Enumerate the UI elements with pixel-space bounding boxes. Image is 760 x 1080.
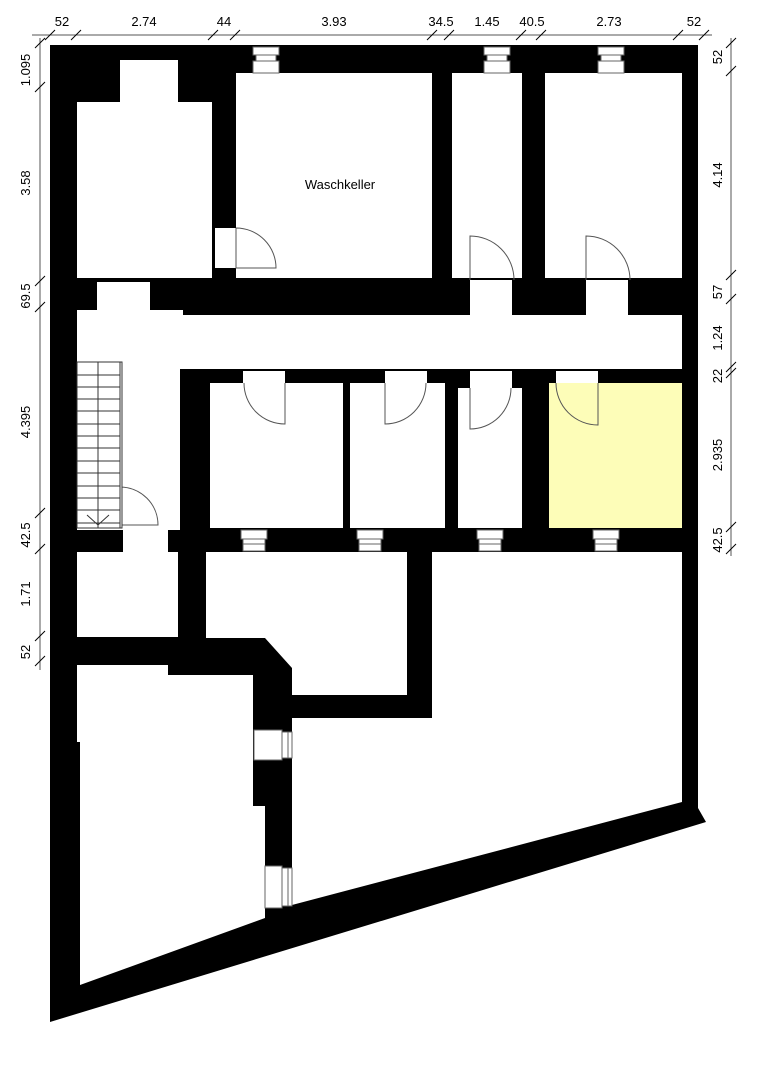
door-swing <box>585 235 631 281</box>
doorways <box>97 228 628 552</box>
dim-left-2: 3.58 <box>18 170 33 195</box>
room-highlighted <box>549 383 682 528</box>
dimension-right: 52 4.14 57 1.24 22 2.935 42.5 <box>710 37 737 556</box>
room-waschkeller <box>236 73 432 278</box>
dim-top-8: 2.73 <box>596 14 621 29</box>
staircase <box>76 361 123 529</box>
dim-right-3: 57 <box>710 285 725 299</box>
stair-arrow-icon <box>86 514 110 526</box>
dim-right-2: 4.14 <box>710 162 725 187</box>
window <box>483 46 511 74</box>
dimension-left: 1.095 3.58 69.5 4.395 42.5 1.71 52 <box>18 37 46 670</box>
dim-top-7: 40.5 <box>519 14 544 29</box>
door-swing <box>384 382 427 425</box>
dim-top-4: 3.93 <box>321 14 346 29</box>
dim-top-1: 52 <box>55 14 69 29</box>
dim-right-6: 2.935 <box>710 439 725 472</box>
room-mid-3 <box>458 388 522 528</box>
dim-top-3: 44 <box>217 14 231 29</box>
dimension-top: 52 2.74 44 3.93 34.5 1.45 40.5 2.73 52 <box>32 14 712 41</box>
dim-left-6: 1.71 <box>18 581 33 606</box>
door-swing <box>235 227 277 269</box>
dim-right-4: 1.24 <box>710 325 725 350</box>
dim-right-1: 52 <box>710 50 725 64</box>
dim-top-9: 52 <box>687 14 701 29</box>
room-label-waschkeller: Waschkeller <box>305 177 376 192</box>
windows <box>240 46 625 909</box>
dim-left-1: 1.095 <box>18 54 33 87</box>
dim-right-7: 42.5 <box>710 527 725 552</box>
dim-left-5: 42.5 <box>18 522 33 547</box>
room-bottom-small <box>77 552 178 637</box>
door-swing <box>243 382 286 425</box>
room-bottom-middle <box>206 552 407 695</box>
window <box>252 46 280 74</box>
room-bottom-right <box>292 552 682 905</box>
corridor <box>77 310 682 530</box>
room-mid-1 <box>210 383 343 528</box>
dim-top-2: 2.74 <box>131 14 156 29</box>
room-bottom-left <box>77 665 265 985</box>
dim-left-7: 52 <box>18 645 33 659</box>
door-swing <box>469 235 515 281</box>
dim-left-4: 4.395 <box>18 406 33 439</box>
room-narrow-top <box>452 73 522 278</box>
window <box>592 529 620 552</box>
window <box>240 529 268 552</box>
room-mid-2 <box>350 383 445 528</box>
dim-right-5: 22 <box>710 369 725 383</box>
window <box>253 729 293 761</box>
window <box>356 529 384 552</box>
dim-top-6: 1.45 <box>474 14 499 29</box>
room-top-left <box>77 60 212 278</box>
window <box>264 865 293 909</box>
dim-top-5: 34.5 <box>428 14 453 29</box>
room-top-right <box>545 73 682 278</box>
window <box>597 46 625 74</box>
dim-left-3: 69.5 <box>18 283 33 308</box>
window <box>476 529 504 552</box>
door-swing <box>119 486 159 526</box>
rooms <box>77 60 682 985</box>
door-swing <box>469 387 512 430</box>
doors <box>119 227 631 526</box>
door-swing <box>555 382 599 426</box>
